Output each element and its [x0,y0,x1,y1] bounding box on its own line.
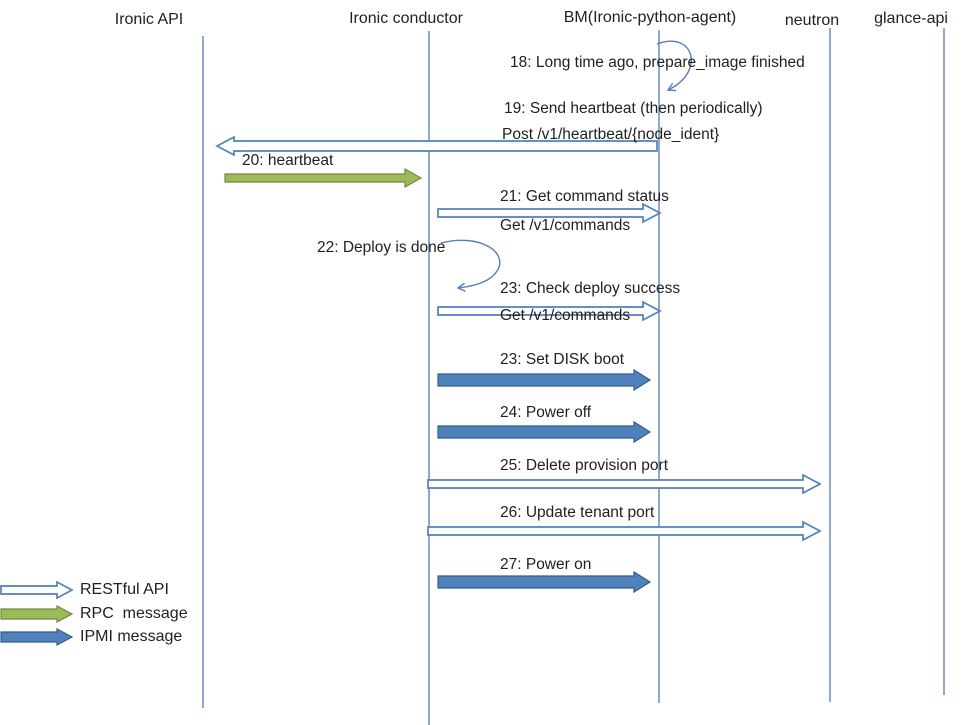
message-26-label: 26: Update tenant port [500,504,655,521]
message-22-label: 22: Deploy is done [317,239,446,256]
actor-ironic-conductor: Ironic conductor [349,10,463,27]
lifeline-bm-agent [658,30,660,703]
message-18-label: 18: Long time ago, prepare_image finishe… [510,54,805,71]
message-24-label: 24: Power off [500,404,592,421]
message-25-label: 25: Delete provision port [500,457,669,474]
self-loop-22-arrow [440,239,501,292]
actor-bm-agent: BM(Ironic-python-agent) [563,9,737,26]
ipmi-arrow-23 [437,368,652,392]
lifeline-neutron [829,28,831,702]
legend-ipmi-label: IPMI message [80,628,183,645]
legend-rpc-arrow-icon [0,605,74,623]
rest-arrow-19 [215,135,658,157]
rest-arrow-23 [437,300,662,322]
lifeline-glance-api [943,28,945,695]
message-21-label: 21: Get command status [500,188,669,205]
message-20-label: 20: heartbeat [242,152,334,169]
message-19-detail: Post /v1/heartbeat/{node_ident} [502,126,720,143]
message-27-label: 27: Power on [500,556,592,573]
legend-rest-arrow-icon [0,580,74,600]
ipmi-arrow-24 [437,420,652,444]
actor-ironic-api: Ironic API [114,11,184,28]
lifeline-ironic-api [202,36,204,708]
legend-rpc-label: RPC message [80,605,188,622]
rest-arrow-25 [427,473,822,495]
lifeline-ironic-conductor [428,31,430,725]
self-loop-18-arrow [656,40,692,92]
actor-neutron: neutron [784,12,840,29]
ipmi-arrow-27 [437,570,652,594]
legend-ipmi-arrow-icon [0,628,74,646]
message-19-label: 19: Send heartbeat (then periodically) [504,100,763,117]
message-23b-label: 23: Set DISK boot [500,351,625,368]
actor-glance-api: glance-api [874,10,948,27]
message-23-detail: Get /v1/commands [500,307,631,324]
rest-arrow-26 [427,520,822,542]
message-21-detail: Get /v1/commands [500,217,631,234]
legend-rest-label: RESTful API [80,581,169,598]
rpc-arrow-20 [224,167,423,189]
rest-arrow-21 [437,202,662,224]
message-23-label: 23: Check deploy success [500,280,681,297]
